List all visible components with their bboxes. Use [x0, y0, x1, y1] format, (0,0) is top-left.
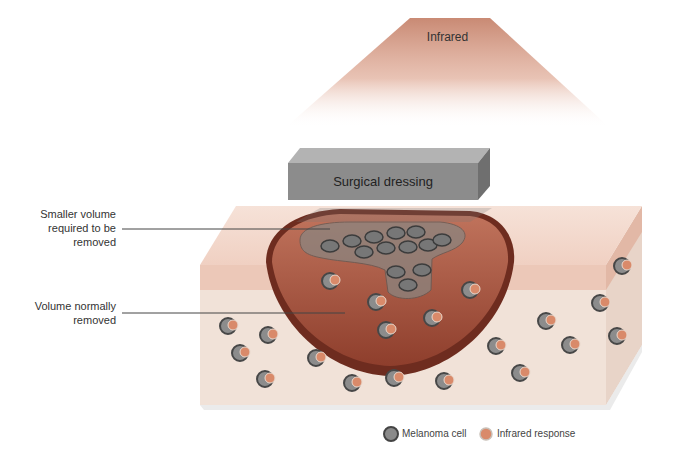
melanoma-cell-sample: [384, 427, 398, 441]
infrared-response: [546, 315, 556, 325]
excision-outer: [266, 209, 514, 376]
infrared-response: [570, 339, 580, 349]
infrared-response: [376, 296, 386, 306]
volume-normally-removed: [272, 214, 508, 366]
infrared-response: [386, 324, 396, 334]
infrared-response: [432, 312, 442, 322]
melanoma-cell: [407, 226, 425, 238]
infrared-response: [520, 367, 530, 377]
infrared-response: [470, 284, 480, 294]
node-text: Infrared: [285, 30, 610, 44]
node-text: Surgical dressing: [288, 174, 478, 189]
leader-line: [122, 313, 345, 314]
melanoma-cell: [355, 246, 373, 258]
callout-label: Volume normally removed: [14, 299, 116, 327]
melanoma-cell: [399, 279, 417, 291]
melanoma-cell: [433, 234, 451, 246]
legend-text: Melanoma cell: [402, 428, 466, 440]
melanoma-cell: [321, 240, 339, 252]
surgical-dressing: Surgical dressing: [288, 163, 478, 200]
melanoma-cell: [399, 241, 417, 253]
callout-label: Smaller volume required to be removed: [14, 207, 116, 249]
infrared-response: [228, 320, 238, 330]
infrared-response: [240, 347, 250, 357]
infrared-beam: Infrared: [285, 18, 610, 128]
infrared-response: [622, 260, 632, 270]
melanoma-cell: [377, 242, 395, 254]
infrared-response: [394, 372, 404, 382]
infrared-response: [268, 329, 278, 339]
melanoma-cell: [387, 227, 405, 239]
dressing-shadow: [296, 208, 492, 222]
leader-line: [122, 229, 330, 230]
infrared-response: [496, 340, 506, 350]
infrared-response-sample: [480, 428, 492, 440]
infrared-response: [600, 297, 610, 307]
infrared-response: [265, 373, 275, 383]
infrared-response: [444, 375, 454, 385]
smaller-volume-region: [300, 222, 465, 299]
melanoma-cell: [365, 231, 383, 243]
infrared-trapezoid: [285, 18, 610, 128]
dressing-top-face: [288, 148, 490, 163]
infrared-response: [617, 330, 627, 340]
dressing-side-face: [478, 148, 490, 200]
infrared-response: [352, 377, 362, 387]
legend-text: Infrared response: [497, 428, 575, 440]
infrared-response: [330, 275, 340, 285]
infrared-response: [316, 352, 326, 362]
melanoma-cell: [387, 266, 405, 278]
melanoma-cell: [343, 235, 361, 247]
melanoma-cell: [413, 264, 431, 276]
cell-group: [220, 226, 632, 391]
